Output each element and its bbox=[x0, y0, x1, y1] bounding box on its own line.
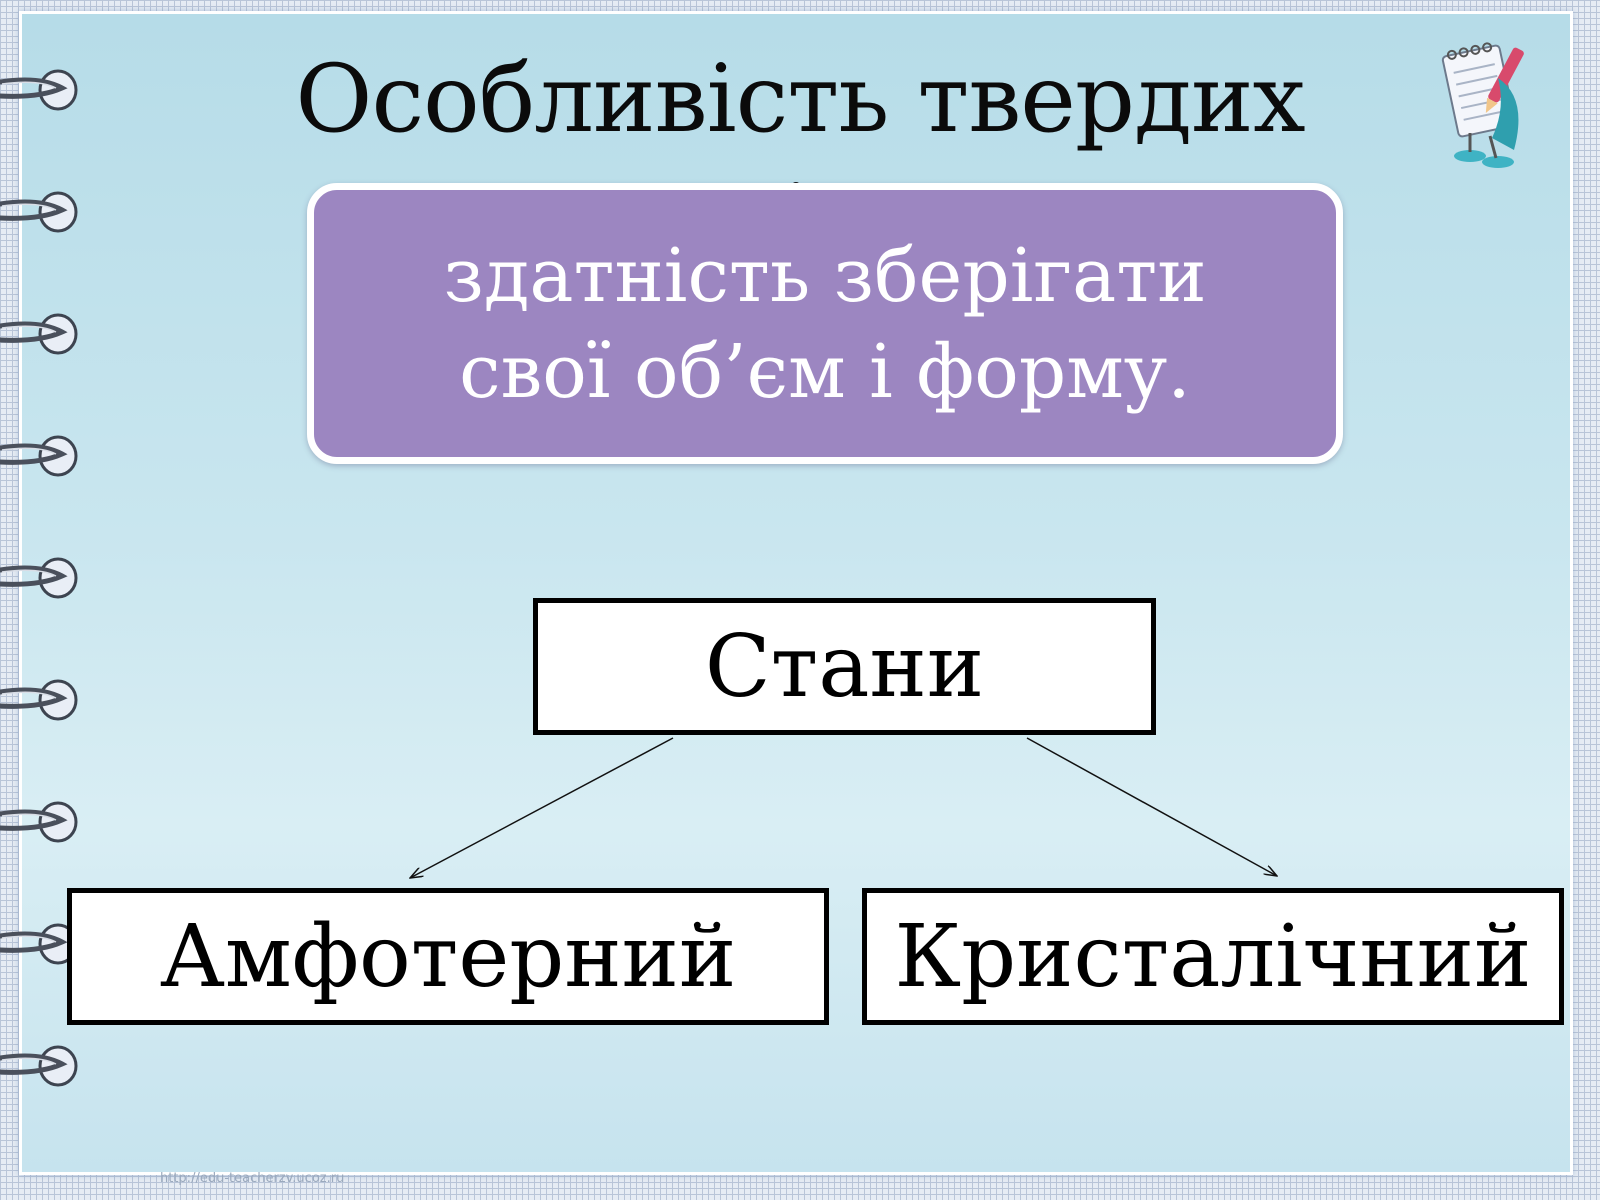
definition-box: здатність зберігати свої об’єм і форму. bbox=[307, 183, 1343, 464]
diagram-node-right-label: Кристалічний bbox=[894, 906, 1532, 1007]
definition-line-1: здатність зберігати bbox=[443, 232, 1207, 319]
diagram-node-root-label: Стани bbox=[704, 616, 985, 717]
binder-ring-icon bbox=[0, 313, 78, 355]
binder-ring-icon bbox=[0, 69, 78, 111]
binder-ring-icon bbox=[0, 801, 78, 843]
diagram-node-left: Амфотерний bbox=[67, 888, 829, 1025]
binder-ring-icon bbox=[0, 557, 78, 599]
diagram-node-right: Кристалічний bbox=[862, 888, 1564, 1025]
diagram-node-root: Стани bbox=[533, 598, 1156, 735]
binder-ring-icon bbox=[0, 191, 78, 233]
binder-ring-icon bbox=[0, 679, 78, 721]
binder-ring-icon bbox=[0, 923, 78, 965]
footer-url: http://edu-teacherzv.ucoz.ru bbox=[160, 1171, 345, 1186]
definition-line-2: свої об’єм і форму. bbox=[459, 328, 1191, 415]
diagram-node-left-label: Амфотерний bbox=[159, 906, 737, 1007]
binder-ring-icon bbox=[0, 1045, 78, 1087]
binder-ring-icon bbox=[0, 435, 78, 477]
notepad-mascot-icon bbox=[1441, 42, 1524, 168]
